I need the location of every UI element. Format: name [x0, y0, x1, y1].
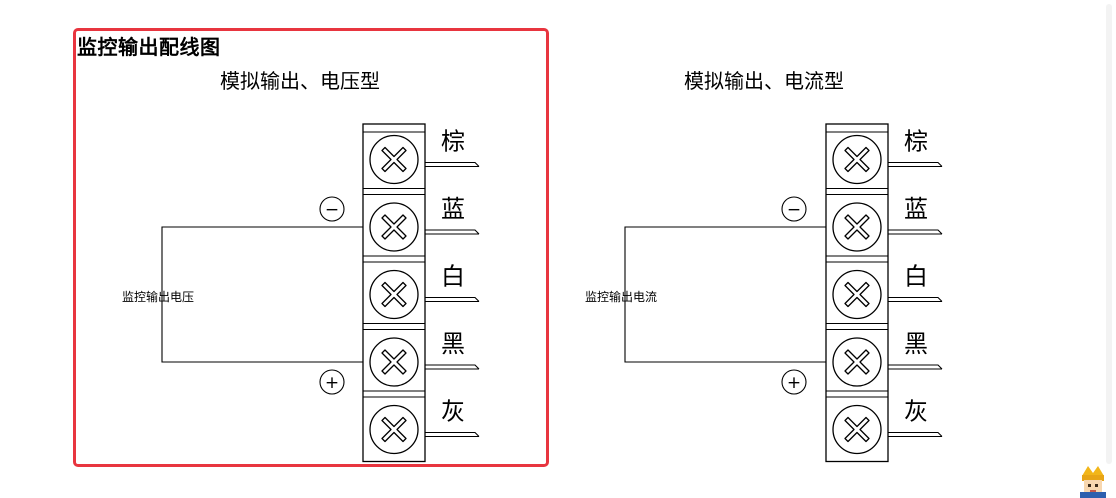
- diagram-title: 模拟输出、电流型: [684, 69, 844, 93]
- terminal: 黑: [363, 322, 480, 387]
- signal-wire-loop: [161, 226, 363, 363]
- plus-terminal-symbol: +: [319, 369, 345, 395]
- screw-cross: [381, 214, 407, 240]
- cross-screw-icon: [369, 404, 419, 455]
- wire-color-label: 蓝: [441, 195, 465, 223]
- minus-circle: [319, 196, 345, 222]
- wire-color-label: 白: [441, 263, 465, 291]
- minus-terminal-symbol: −: [781, 196, 807, 222]
- device-label: 监控输出电流: [585, 289, 657, 304]
- cross-screw-icon: [369, 134, 419, 185]
- wire-color-label: 灰: [441, 398, 465, 426]
- wire-lead: [888, 296, 943, 302]
- screw-cross: [844, 281, 870, 308]
- minus-symbol: −: [787, 200, 801, 220]
- plus-symbol: +: [325, 373, 339, 393]
- cross-screw-icon: [369, 269, 419, 320]
- wire-lead: [425, 364, 480, 370]
- page-title: 监控输出配线图: [77, 35, 221, 59]
- wire-color-label: 棕: [904, 128, 928, 156]
- wire-lead: [888, 364, 943, 370]
- screw-cross: [381, 349, 407, 375]
- plus-terminal-symbol: +: [781, 369, 807, 395]
- screw-cross: [381, 416, 407, 443]
- terminal: 蓝: [826, 187, 943, 252]
- wire-color-label: 白: [904, 263, 928, 291]
- plus-circle: [781, 369, 807, 395]
- wire-lead: [888, 161, 943, 167]
- screw-cross: [844, 416, 870, 443]
- plus-circle: [319, 369, 345, 395]
- minus-symbol: −: [325, 200, 339, 220]
- mascot-icon[interactable]: [1076, 464, 1110, 498]
- screw-cross: [844, 214, 870, 240]
- highlight-box: [73, 28, 549, 467]
- device-label: 监控输出电压: [122, 289, 194, 304]
- scrollbar-thumb[interactable]: [1106, 4, 1112, 464]
- wire-lead: [888, 229, 943, 235]
- screw-cross: [844, 146, 870, 173]
- wire-color-label: 蓝: [904, 195, 928, 223]
- terminal: 棕: [832, 128, 943, 185]
- terminal: 蓝: [363, 187, 480, 252]
- wire-color-label: 灰: [904, 398, 928, 426]
- signal-wire-loop: [624, 226, 826, 363]
- wire-lead: [425, 296, 480, 302]
- wire-lead: [888, 431, 943, 437]
- cross-screw-icon: [369, 337, 419, 387]
- screw-cross: [844, 349, 870, 375]
- terminal: 棕: [369, 128, 480, 185]
- wire-lead: [425, 161, 480, 167]
- screw-cross: [381, 146, 407, 173]
- diagram-title: 模拟输出、电压型: [220, 69, 380, 93]
- wire-color-label: 黑: [904, 330, 928, 358]
- terminal: 白: [363, 255, 480, 320]
- screw-cross: [381, 281, 407, 308]
- terminal: 白: [826, 255, 943, 320]
- cross-screw-icon: [832, 404, 882, 455]
- cross-screw-icon: [832, 269, 882, 320]
- cross-screw-icon: [832, 202, 882, 252]
- wire-lead: [425, 229, 480, 235]
- terminal: 灰: [826, 390, 943, 455]
- wire-color-label: 棕: [441, 128, 465, 156]
- cross-screw-icon: [832, 337, 882, 387]
- plus-symbol: +: [787, 373, 801, 393]
- cross-screw-icon: [369, 202, 419, 252]
- minus-circle: [781, 196, 807, 222]
- minus-terminal-symbol: −: [319, 196, 345, 222]
- wire-color-label: 黑: [441, 330, 465, 358]
- terminal: 灰: [363, 390, 480, 455]
- terminal: 黑: [826, 322, 943, 387]
- wire-lead: [425, 431, 480, 437]
- cross-screw-icon: [832, 134, 882, 185]
